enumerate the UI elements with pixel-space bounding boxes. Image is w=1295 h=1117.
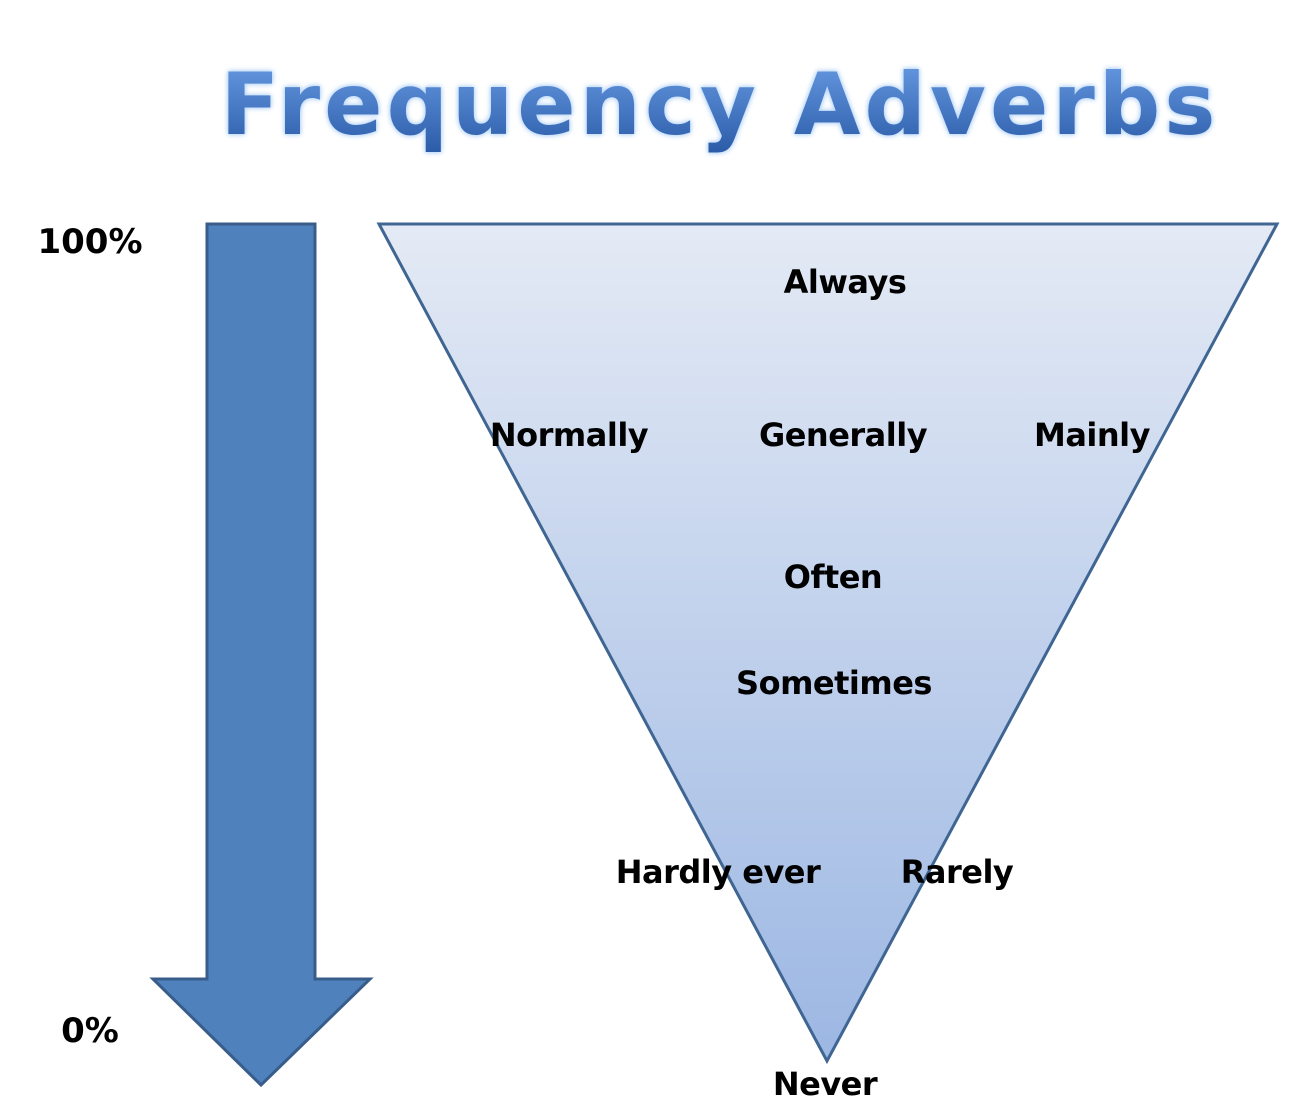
adverb-rarely: Rarely (900, 853, 1014, 891)
scale-top-label: 100% (37, 222, 143, 262)
adverb-always: Always (783, 263, 907, 301)
page-title: Frequency Adverbs (220, 55, 1220, 155)
adverb-sometimes: Sometimes (736, 664, 932, 702)
scale-bottom-label: 0% (61, 1011, 119, 1051)
adverb-mainly: Mainly (1033, 416, 1151, 454)
frequency-funnel (376, 222, 1280, 1065)
down-arrow-icon (149, 222, 374, 1088)
adverb-normally: Normally (489, 416, 649, 454)
adverb-generally: Generally (758, 416, 928, 454)
adverb-never: Never (772, 1065, 878, 1103)
adverb-often: Often (783, 558, 883, 596)
adverb-hardly-ever: Hardly ever (615, 853, 821, 891)
